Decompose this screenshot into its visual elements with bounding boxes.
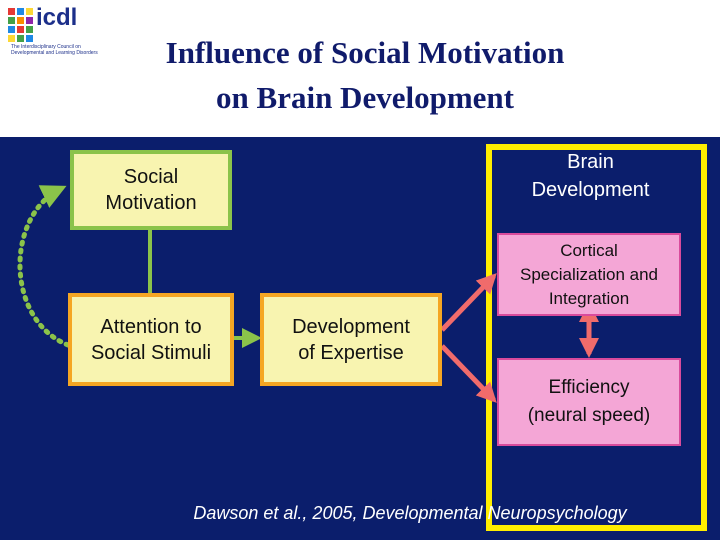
feedback-dotted-arrow <box>17 185 71 348</box>
efficiency-line1: Efficiency <box>548 377 630 398</box>
brain-development-line2: Development <box>531 179 650 201</box>
expertise-to-cortical-arrow <box>440 273 497 332</box>
attention-box: Attention to Social Stimuli <box>68 293 234 386</box>
cortical-specialization-box: Cortical Specialization and Integration <box>497 233 681 316</box>
cortical-line2: Specialization and <box>520 264 658 284</box>
header: icdl The Interdisciplinary Council on De… <box>0 0 720 137</box>
expertise-line2: of Expertise <box>298 341 404 364</box>
slide-title: Influence of Social Motivation on Brain … <box>100 30 630 120</box>
logo-subtitle-line2: Developmental and Learning Disorders <box>11 50 98 56</box>
logo-wordmark: icdl <box>36 4 78 31</box>
brain-development-label: Brain Development <box>486 148 695 204</box>
slide-title-line2: on Brain Development <box>216 80 514 115</box>
attention-line1: Attention to <box>100 315 202 338</box>
logo-subtitle: The Interdisciplinary Council on Develop… <box>11 44 101 56</box>
icdl-logo: icdl The Interdisciplinary Council on De… <box>8 4 101 64</box>
cortical-line1: Cortical <box>560 240 618 260</box>
attention-line2: Social Stimuli <box>90 341 212 364</box>
brain-development-line1: Brain <box>567 151 614 173</box>
social-motivation-line2: Motivation <box>105 192 197 214</box>
citation: Dawson et al., 2005, Developmental Neuro… <box>193 503 627 523</box>
social-motivation-line1: Social <box>123 166 179 188</box>
expertise-line1: Development <box>292 315 410 338</box>
cortical-line3: Integration <box>548 288 630 308</box>
expertise-to-efficiency-arrow <box>440 344 497 403</box>
efficiency-box: Efficiency (neural speed) <box>497 358 681 446</box>
social-motivation-box: Social Motivation <box>70 150 232 230</box>
logo-subtitle-line1: The Interdisciplinary Council on <box>11 44 81 50</box>
slide-title-line1: Influence of Social Motivation <box>165 35 565 70</box>
efficiency-line2: (neural speed) <box>527 405 651 426</box>
logo-mosaic-icon <box>8 8 33 42</box>
expertise-box: Development of Expertise <box>260 293 442 386</box>
